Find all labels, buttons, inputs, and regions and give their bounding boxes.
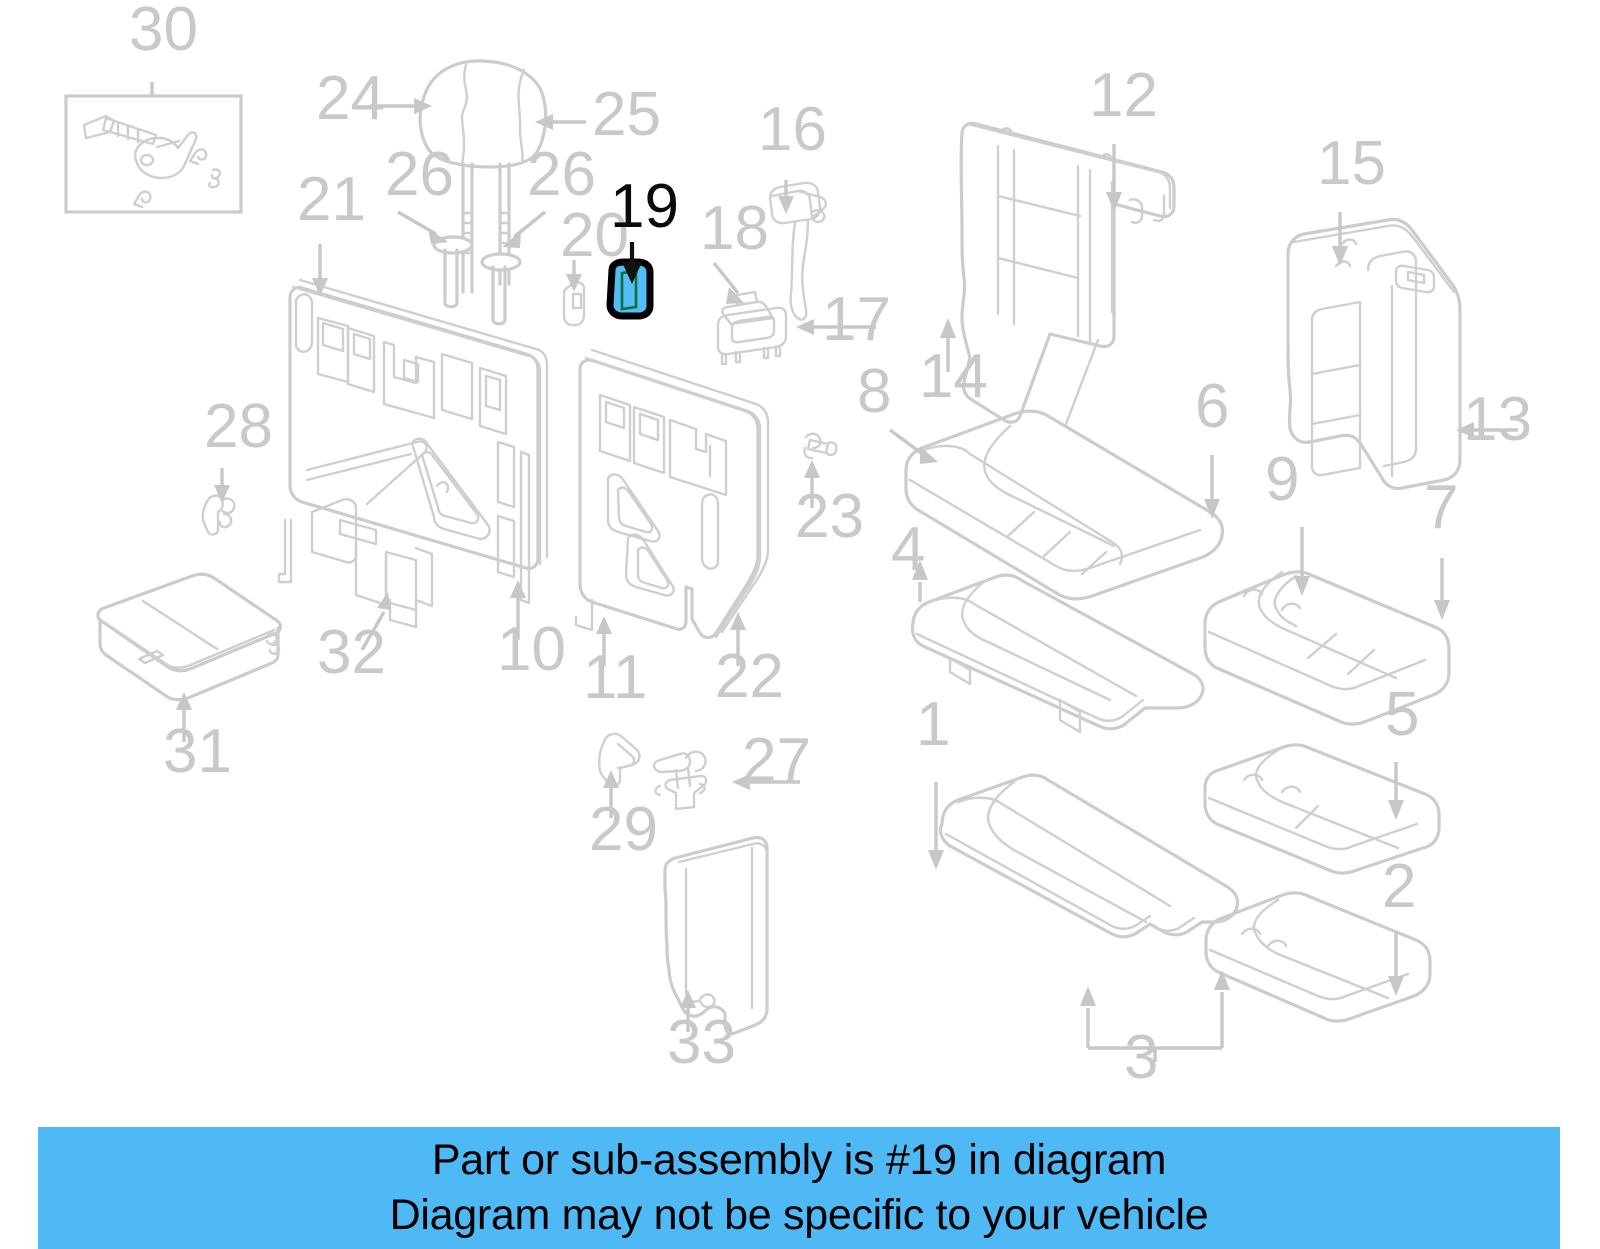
callout-label-10: 10 [497,615,566,684]
callout-label-28: 28 [204,392,273,461]
callout-label-8: 8 [857,357,891,426]
part-11-seat-back-frame-right: 11 22 [574,348,784,712]
callout-label-5: 5 [1385,680,1419,749]
part-19-highlighted[interactable]: 19 [606,172,679,320]
part-33-side-trim-panel: 33 [663,835,769,1077]
part-21-seat-back-panel-left: 21 10 32 [277,165,566,687]
callout-label-30: 30 [129,0,198,64]
callout-label-23: 23 [795,482,864,551]
part-17-belt-anchor-bezel: 17 18 [700,194,891,366]
callout-label-29: 29 [589,795,658,864]
part-25-headrest-assembly: 24 25 [316,59,661,294]
part-12-seat-back-cover-left: 12 [959,61,1176,426]
part-23-hinge-pin-bushing: 23 [795,432,864,551]
callout-label-32: 32 [317,618,386,687]
callout-label-20: 20 [560,201,629,270]
part-4-seat-cushion-pad-left: 4 [891,515,1205,734]
callout-label-26-left: 26 [385,140,454,209]
part-2-seat-cushion-frame-lower-right: 2 [1204,852,1432,1023]
part-30-hardware-kit-box: 30 [64,0,243,214]
callout-label-9: 9 [1265,445,1299,514]
callout-label-11: 11 [583,643,647,712]
callout-label-12: 12 [1089,61,1158,130]
callout-label-19: 19 [610,172,679,241]
part-1-seat-cushion-frame-lower-left: 1 [916,690,1240,939]
callout-label-22: 22 [715,642,784,711]
callout-label-26-right: 26 [527,140,596,209]
callout-label-6: 6 [1195,372,1229,441]
part-14-seat-back-pad-left: 14 [919,318,988,411]
banner-line-2: Diagram may not be specific to your vehi… [389,1191,1209,1239]
part-5-seat-cushion-pad-right: 5 [1203,680,1441,875]
callout-label-17: 17 [822,285,891,354]
callout-label-24: 24 [316,64,385,133]
exploded-parts-illustration: 30 24 25 [64,0,1532,1092]
part-26-headrest-guides: 26 26 [385,140,596,326]
part-27-striker-bolt: 27 [652,726,811,811]
diagram-callout-banner: Part or sub-assembly is #19 in diagram D… [38,1127,1560,1249]
callout-label-31: 31 [163,717,232,786]
part-16-seat-belt-buckle: 16 [758,95,828,321]
part-3-cushion-pad-pair-bracket: 3 [1080,970,1230,1092]
part-8-seat-cushion-assembly-left: 8 6 [857,357,1229,601]
callout-label-21: 21 [297,165,366,234]
callout-label-27: 27 [742,726,811,795]
banner-line-1: Part or sub-assembly is #19 in diagram [431,1136,1167,1184]
callout-label-1: 1 [916,690,950,759]
part-9-seat-cushion-assembly-right: 9 7 [1203,445,1458,726]
callout-label-2: 2 [1382,852,1416,921]
part-31-center-armrest: 31 [96,572,283,786]
callout-label-7: 7 [1424,473,1458,542]
callout-label-14: 14 [919,342,988,411]
callout-label-25: 25 [592,80,661,149]
callout-label-15: 15 [1317,129,1386,198]
part-15-seat-back-pad-right: 15 13 [1286,129,1532,491]
parts-diagram-canvas: 30 24 25 [64,0,1532,1092]
callout-label-16: 16 [758,95,827,164]
callout-label-4: 4 [891,515,925,584]
callout-label-18: 18 [700,194,769,263]
callout-label-3: 3 [1124,1023,1158,1092]
callout-label-33: 33 [667,1008,736,1077]
callout-label-13: 13 [1463,385,1532,454]
part-28-seat-back-pivot-clip: 28 [201,392,273,536]
part-20-headrest-guide-lock: 20 [560,201,629,327]
part-29-latch-hook: 29 [589,732,658,864]
